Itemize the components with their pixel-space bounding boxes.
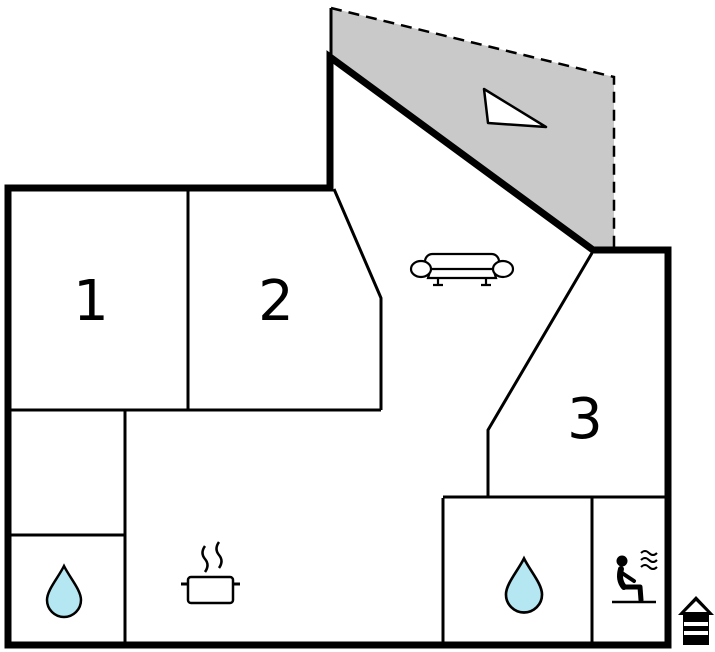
interior-walls bbox=[8, 188, 668, 645]
water-drop-icon bbox=[504, 557, 544, 614]
sauna-icon bbox=[612, 550, 658, 604]
outhouse-icon bbox=[678, 596, 714, 645]
room-3-label: 3 bbox=[567, 387, 603, 452]
terrace-fill bbox=[331, 8, 614, 250]
room-2-label: 2 bbox=[258, 269, 294, 334]
terrace-dashed-boundary bbox=[330, 6, 616, 250]
sofa-icon bbox=[409, 252, 515, 287]
direction-triangle-icon bbox=[482, 87, 548, 129]
water-drop-icon bbox=[45, 564, 83, 619]
outer-wall bbox=[4, 50, 672, 649]
terrace-area bbox=[329, 6, 616, 250]
steam-pot-icon bbox=[181, 541, 240, 605]
room-1-label: 1 bbox=[73, 269, 109, 334]
